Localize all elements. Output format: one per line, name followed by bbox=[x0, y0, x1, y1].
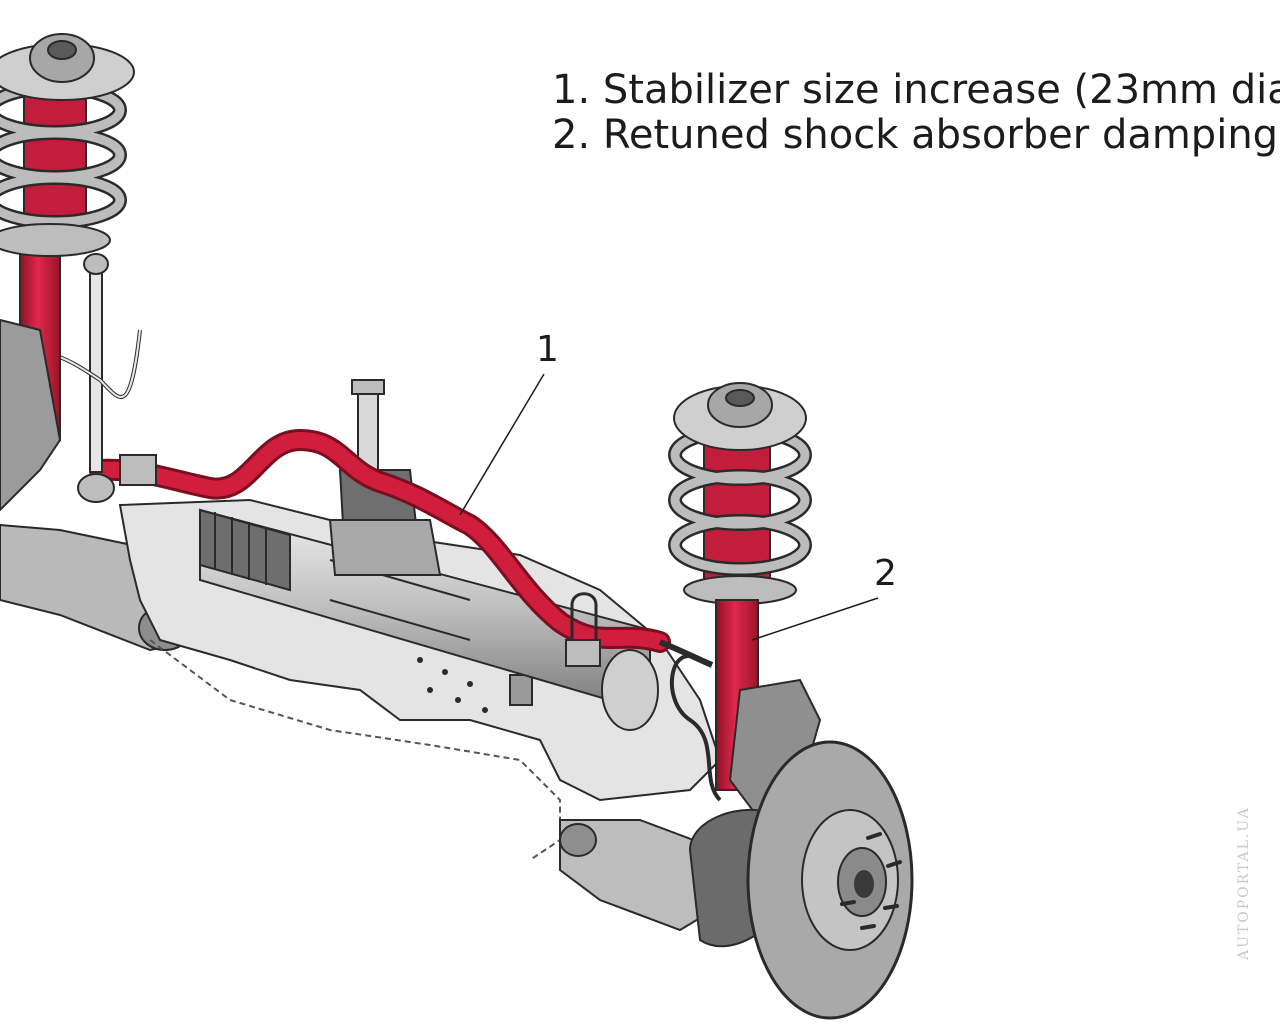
legend: 1. Stabilizer size increase (23mm dia 2.… bbox=[552, 68, 1280, 158]
callout-label-1: 1 bbox=[536, 329, 559, 370]
steering-rack bbox=[199, 508, 659, 731]
stabilizer-bushing-left bbox=[119, 454, 157, 486]
left-lower-spring-seat bbox=[0, 223, 111, 257]
left-stabilizer-link bbox=[77, 253, 115, 503]
legend-item-shock-absorber: 2. Retuned shock absorber damping bbox=[552, 112, 1279, 158]
callout-label-2: 2 bbox=[874, 553, 897, 594]
left-strut-assembly bbox=[0, 33, 135, 512]
subframe-holes bbox=[417, 657, 488, 713]
watermark: AUTOPORTAL.UA bbox=[1236, 806, 1252, 960]
stabilizer-bar-highlight bbox=[92, 431, 668, 650]
wheel-studs bbox=[840, 832, 902, 930]
right-brake-line bbox=[669, 654, 722, 802]
callout-leader-1 bbox=[459, 373, 545, 516]
callout-leader-2 bbox=[751, 597, 879, 641]
right-arm-bushing bbox=[559, 823, 597, 857]
subframe-mount-bolt bbox=[509, 674, 533, 706]
left-steering-knuckle bbox=[0, 318, 62, 512]
subframe-rear-edge bbox=[149, 639, 561, 861]
stabilizer-bushing-right bbox=[565, 639, 601, 667]
right-wheel-hub-assembly bbox=[688, 678, 914, 1020]
legend-item-stabilizer: 1. Stabilizer size increase (23mm dia bbox=[552, 67, 1280, 113]
